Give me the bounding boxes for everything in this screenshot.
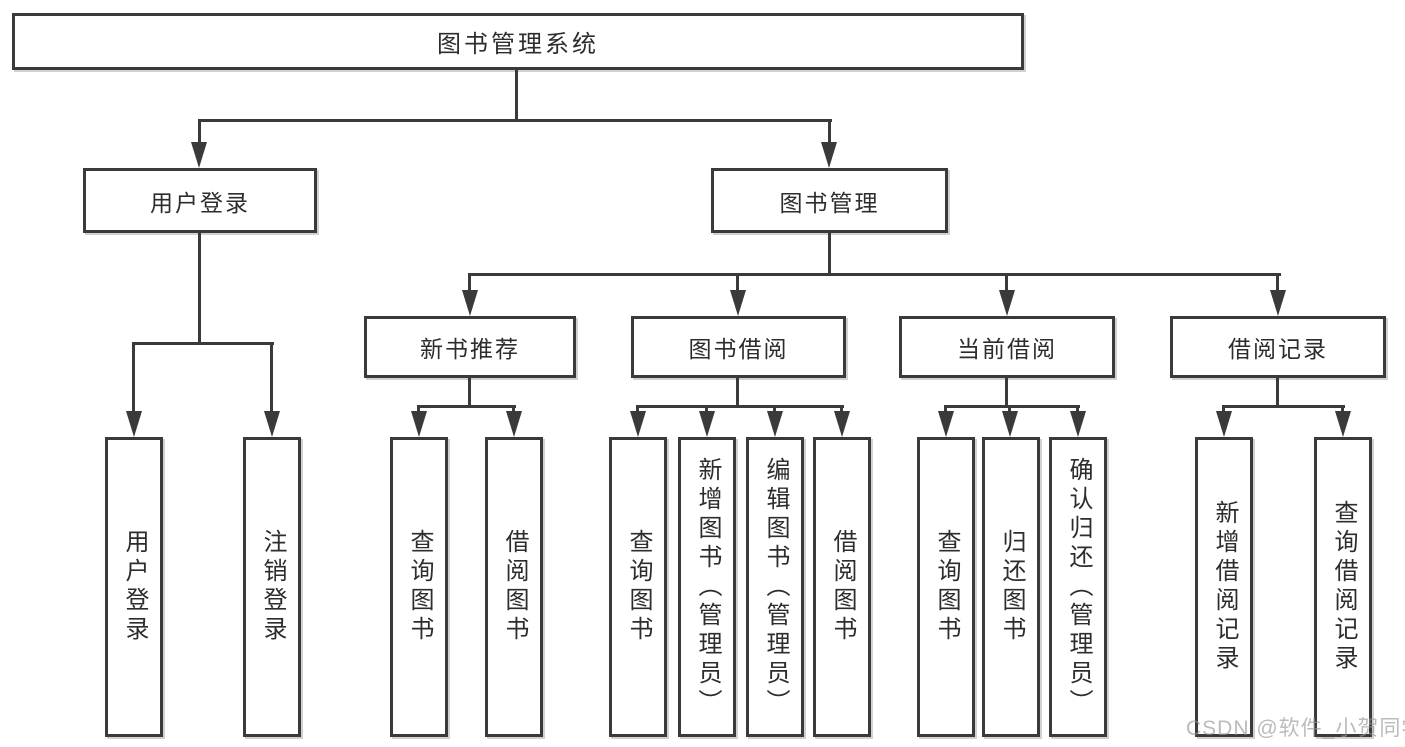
- arrowhead-icon: [834, 411, 850, 437]
- node-label: 图书借阅: [688, 336, 789, 362]
- node-borrowing-records: 借阅记录: [1170, 316, 1386, 378]
- connector-line: [1341, 405, 1344, 415]
- connector-line: [515, 70, 518, 120]
- connector-line: [1276, 378, 1279, 408]
- connector-line: [705, 405, 708, 415]
- node-root-library-management-system: 图书管理系统: [12, 13, 1024, 70]
- arrowhead-icon: [999, 290, 1015, 316]
- node-label: 图书管理系统: [437, 31, 599, 58]
- watermark-text: CSDN @软件_小贺同学: [1186, 717, 1405, 740]
- connector-line: [417, 405, 420, 415]
- arrowhead-icon: [1070, 411, 1086, 437]
- arrowhead-icon: [730, 290, 746, 316]
- node-leaf-borrow-books-2: 借阅图书: [813, 437, 871, 737]
- connector-line: [417, 405, 516, 408]
- node-label: 用户登录: [150, 189, 250, 216]
- node-label: 查询图书: [625, 529, 652, 645]
- arrowhead-icon: [1216, 411, 1232, 437]
- connector-line: [736, 378, 739, 408]
- node-leaf-query-books-1: 查询图书: [390, 437, 448, 737]
- arrowhead-icon: [1335, 411, 1351, 437]
- connector-line: [270, 342, 273, 414]
- node-label: 编辑图书（管理员）: [762, 456, 789, 718]
- node-leaf-logout: 注销登录: [243, 437, 301, 737]
- node-label: 借阅记录: [1228, 336, 1328, 362]
- arrowhead-icon: [462, 290, 478, 316]
- connector-line: [773, 405, 776, 415]
- node-label: 新增图书（管理员）: [694, 456, 721, 718]
- node-book-borrowing: 图书借阅: [631, 316, 846, 378]
- connector-line: [636, 405, 639, 415]
- connector-line: [468, 273, 1281, 276]
- connector-line: [1005, 273, 1008, 293]
- connector-line: [1222, 405, 1345, 408]
- node-leaf-add-books-admin: 新增图书（管理员）: [678, 437, 736, 737]
- arrowhead-icon: [1270, 290, 1286, 316]
- arrowhead-icon: [264, 411, 280, 437]
- node-leaf-edit-books-admin: 编辑图书（管理员）: [746, 437, 804, 737]
- connector-line: [840, 405, 843, 415]
- node-label: 注销登录: [259, 529, 286, 645]
- arrowhead-icon: [938, 411, 954, 437]
- node-leaf-add-borrow-record: 新增借阅记录: [1195, 437, 1253, 737]
- connector-line: [736, 273, 739, 293]
- connector-line: [132, 342, 135, 414]
- node-book-management: 图书管理: [711, 168, 948, 233]
- arrowhead-icon: [506, 411, 522, 437]
- node-user-login: 用户登录: [83, 168, 317, 233]
- connector-line: [468, 378, 471, 408]
- connector-line: [198, 119, 201, 145]
- node-label: 新书推荐: [420, 336, 520, 362]
- connector-line: [636, 405, 844, 408]
- connector-line: [1008, 405, 1011, 415]
- node-label: 确认归还（管理员）: [1065, 456, 1092, 718]
- node-label: 用户登录: [121, 529, 148, 645]
- connector-line: [1005, 378, 1008, 408]
- node-leaf-confirm-return-admin: 确认归还（管理员）: [1049, 437, 1107, 737]
- node-label: 当前借阅: [957, 336, 1057, 362]
- node-label: 查询图书: [933, 529, 960, 645]
- arrowhead-icon: [126, 411, 142, 437]
- node-leaf-user-login: 用户登录: [105, 437, 163, 737]
- arrowhead-icon: [1002, 411, 1018, 437]
- connector-line: [828, 119, 831, 145]
- arrowhead-icon: [630, 411, 646, 437]
- connector-line: [1222, 405, 1225, 415]
- arrowhead-icon: [699, 411, 715, 437]
- connector-line: [198, 233, 201, 345]
- node-label: 借阅图书: [829, 529, 856, 645]
- arrowhead-icon: [767, 411, 783, 437]
- connector-line: [132, 342, 274, 345]
- node-leaf-query-borrow-record: 查询借阅记录: [1314, 437, 1372, 737]
- node-leaf-query-books-2: 查询图书: [609, 437, 667, 737]
- node-current-borrowing: 当前借阅: [899, 316, 1115, 378]
- arrowhead-icon: [411, 411, 427, 437]
- node-label: 归还图书: [998, 529, 1025, 645]
- connector-line: [944, 405, 1080, 408]
- node-label: 新增借阅记录: [1211, 500, 1238, 674]
- connector-line: [828, 233, 831, 276]
- node-label: 查询借阅记录: [1330, 500, 1357, 674]
- arrowhead-icon: [191, 142, 207, 168]
- connector-line: [1076, 405, 1079, 415]
- arrowhead-icon: [821, 142, 837, 168]
- connector-line: [1276, 273, 1279, 293]
- connector-line: [944, 405, 947, 415]
- node-new-book-recommendation: 新书推荐: [364, 316, 576, 378]
- connector-line: [198, 119, 832, 122]
- node-leaf-borrow-books-1: 借阅图书: [485, 437, 543, 737]
- node-label: 图书管理: [779, 189, 880, 216]
- node-leaf-return-books: 归还图书: [982, 437, 1040, 737]
- node-label: 查询图书: [406, 529, 433, 645]
- node-label: 借阅图书: [501, 529, 528, 645]
- connector-line: [468, 273, 471, 293]
- connector-line: [512, 405, 515, 415]
- node-leaf-query-books-3: 查询图书: [917, 437, 975, 737]
